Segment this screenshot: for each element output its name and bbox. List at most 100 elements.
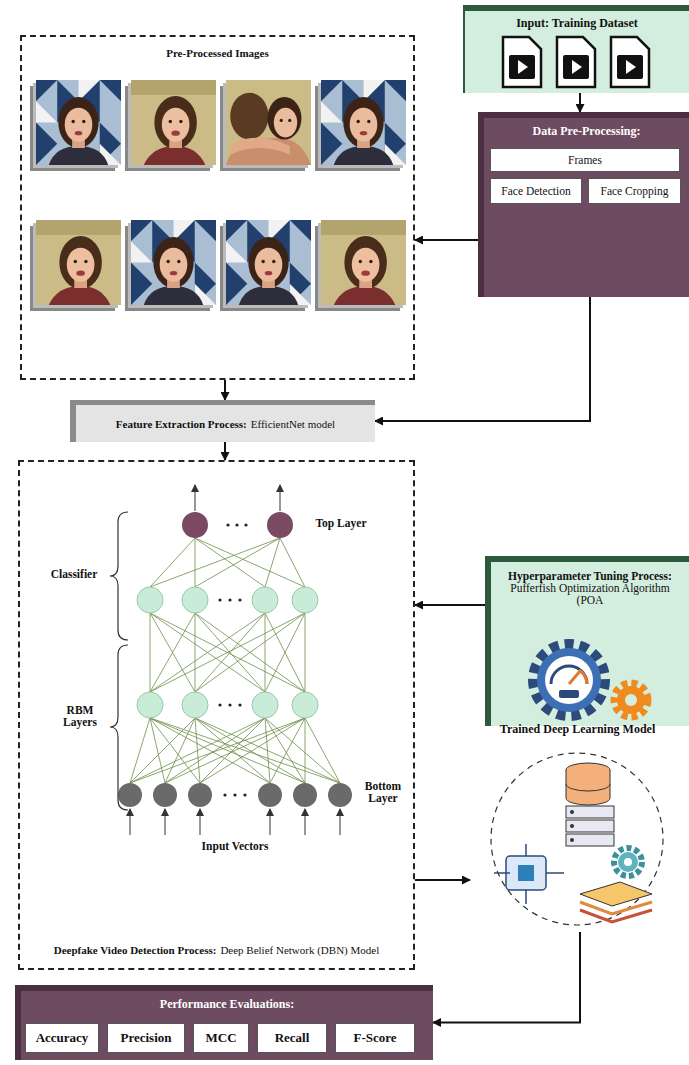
dbn-network-part-part: [270, 809, 271, 835]
metric-box: Recall: [257, 1023, 327, 1053]
dbn-network: [110, 485, 352, 835]
flow-arrow: [375, 297, 590, 421]
dbn-network-part-part: [200, 809, 201, 835]
layer-label: Top Layer: [306, 517, 376, 529]
gear-gauge-icon-part: [533, 644, 605, 716]
node-body: EfficientNet model: [251, 418, 335, 430]
dbn-network-part-part: [228, 598, 231, 601]
dbn-network-part-part: [226, 523, 229, 526]
video-file-icons-part: [509, 55, 643, 79]
face-photos-part: [131, 220, 216, 305]
layer-bracket-part: [110, 512, 128, 640]
trained-model-icon-part: [566, 784, 610, 791]
node-title: Face Cropping: [600, 185, 668, 197]
face-photos-part: [36, 80, 121, 165]
node-title: Frames: [568, 154, 602, 166]
dbn-network-part-part: [292, 692, 318, 718]
dbn-network-part-part: [328, 783, 352, 807]
node-title: Feature Extraction Process:: [116, 418, 247, 430]
image-panel: Pre-Processed Images: [20, 35, 415, 380]
trained-model-icon-part: [618, 852, 638, 872]
dbn-network-part-part: [252, 587, 278, 613]
metric-box: Accuracy: [25, 1023, 99, 1053]
dbn-network-part-part: [235, 523, 238, 526]
trained-model-icon-part: [506, 856, 546, 890]
trained-model-icon-part: [566, 806, 614, 818]
dbn-network-part-part: [130, 809, 131, 835]
dbn-network-part-part: [340, 809, 341, 835]
dbn-connections: [130, 538, 340, 783]
face-photos-part: [321, 80, 406, 165]
dbn-network-part: [182, 512, 293, 538]
dbn-network-part-part: [233, 793, 236, 796]
node-title: Data Pre-Processing:: [484, 118, 689, 139]
dbn-network-part: [137, 587, 318, 718]
trained-model-icon-part: [566, 834, 614, 846]
trained-model-icon-part: [570, 838, 574, 842]
video-file-icons-part-part: [509, 55, 535, 79]
dbn-network-part-part: [267, 512, 293, 538]
flow-arrow: [415, 604, 485, 606]
node-title: Hyperparameter Tuning Process:: [497, 570, 683, 582]
metric-box: MCC: [193, 1023, 249, 1053]
tuning-box: Hyperparameter Tuning Process:Pufferfish…: [485, 556, 689, 726]
video-file-icons-part-part: [557, 37, 595, 87]
face-photos-part: [226, 80, 311, 165]
face-photos: [30, 80, 406, 311]
node-title: Deepfake Video Detection Process:: [54, 944, 217, 956]
trained-model-icon: [470, 744, 685, 932]
dbn-network-part-part: [182, 692, 208, 718]
node-title: Trained Deep Learning Model: [470, 722, 685, 737]
node-body: Pufferfish Optimization Algorithm (POA: [497, 582, 683, 606]
trained-model-icon-part: [518, 865, 534, 881]
flow-arrow: [224, 442, 226, 460]
node-title: Pre-Processed Images: [22, 37, 413, 59]
input-box: Input: Training Dataset: [463, 5, 689, 93]
face-photos-part: [131, 80, 216, 165]
dbn-network-part-part: [238, 598, 241, 601]
evaluation-box: Performance Evaluations:AccuracyPrecisio…: [15, 985, 433, 1060]
dbn-network-part-part: [293, 783, 317, 807]
dbn-network-part-part: [182, 512, 208, 538]
face-photos-part: [321, 220, 406, 305]
video-file-icons-part-part: [503, 37, 541, 87]
video-file-icons-part: [503, 37, 649, 87]
flow-arrow: [415, 879, 470, 881]
dbn-network-part-part: [258, 783, 282, 807]
dbn-network-part-part: [228, 703, 231, 706]
video-file-icons-part-part: [611, 37, 649, 87]
dbn-network-part-part: [238, 703, 241, 706]
trained-model-icon-part: [624, 858, 632, 866]
flow-arrow: [224, 380, 226, 400]
dbn-network-part-part: [137, 692, 163, 718]
trained-model-icon-part: [494, 844, 564, 904]
dbn-network-part-part: [165, 809, 166, 835]
gear-gauge-icon-part: [545, 656, 593, 704]
node-title: F-Score: [353, 1030, 396, 1046]
metric-box: F-Score: [335, 1023, 415, 1053]
dbn-network-part: [130, 485, 340, 835]
dbn-network-part: [118, 783, 352, 807]
node-title: Input: Training Dataset: [465, 11, 689, 31]
trained-model-icon-part: [570, 810, 574, 814]
dbn-network-part-part: [188, 783, 212, 807]
gear-gauge-icon-part: [537, 648, 601, 712]
video-file-icons-part-part: [572, 60, 582, 74]
gear-gauge-icon-part: [551, 666, 587, 684]
layer-label: Classifier: [40, 568, 108, 580]
trained-model-icon-part: [580, 882, 652, 906]
dbn-network-part: [218, 523, 247, 796]
node-title: Performance Evaluations:: [21, 991, 433, 1012]
video-file-icons-part-part: [626, 60, 636, 74]
node-body: Deep Belief Network (DBN) Model: [220, 944, 379, 956]
face-photos-part: [226, 220, 311, 305]
dbn-network-part-part: [137, 587, 163, 613]
node-title: Recall: [275, 1030, 310, 1046]
flow-arrow: [433, 932, 580, 1023]
step-box: Face Cropping: [588, 178, 681, 204]
gear-gauge-icon-part: [614, 683, 648, 717]
dbn-network-part-part: [280, 485, 281, 511]
layer-bracket: [110, 512, 128, 810]
node-title: Accuracy: [36, 1030, 89, 1046]
dbn-network-part-part: [292, 587, 318, 613]
